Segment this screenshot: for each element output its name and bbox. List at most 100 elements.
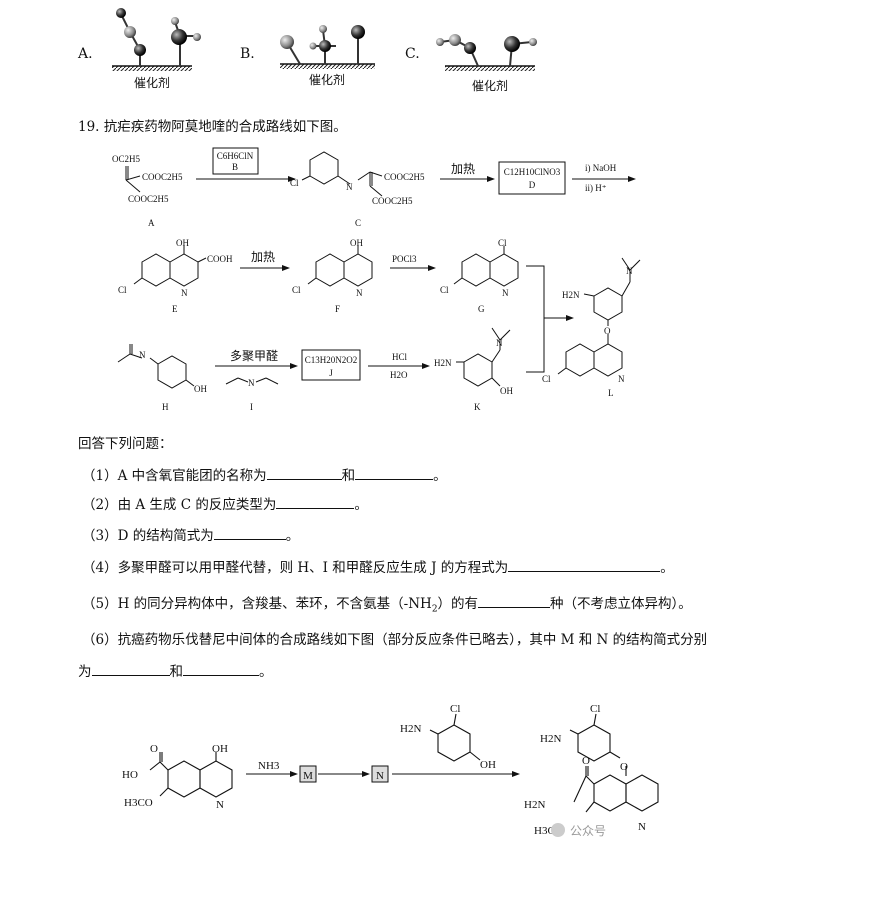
q5-text-c: 种（不考虑立体异构）。 — [550, 596, 692, 612]
q1-blank-1[interactable] — [266, 466, 342, 480]
compound-k-n: N — [496, 338, 503, 348]
compound-l-ring-n: N — [618, 374, 625, 384]
compound-c-structure — [301, 151, 383, 197]
h-plus-label: ii) H⁺ — [585, 183, 607, 193]
catalyst-option-c-image — [436, 34, 537, 71]
reagent-b-label: B — [232, 162, 238, 172]
arrow-f-to-g-head — [428, 265, 436, 271]
scheme6-reagent-oh: OH — [480, 759, 496, 771]
question-3: （3）D 的结构简式为。 — [82, 524, 299, 544]
catalyst-label-a: 催化剂 — [134, 75, 170, 90]
scheme6-start-n: N — [216, 799, 224, 811]
naoh-label: i) NaOH — [585, 163, 617, 173]
q6-blank-2[interactable] — [183, 662, 259, 676]
compound-k-h2n: H2N — [434, 358, 452, 368]
compound-j-formula: C13H20N2O2 — [305, 355, 358, 365]
compound-k-oh: OH — [500, 386, 513, 396]
compound-h-nh: N — [139, 350, 146, 360]
q5-blank[interactable] — [478, 594, 551, 608]
q6-blank-1[interactable] — [91, 662, 170, 676]
question-4: （4）多聚甲醛可以用甲醛代替，则 H、I 和甲醛反应生成 J 的方程式为。 — [82, 556, 674, 576]
compound-e-n: N — [181, 288, 188, 298]
q2-text-b: 。 — [354, 497, 368, 513]
q6-text-d: 。 — [259, 664, 273, 680]
heat-label-2: 加热 — [251, 250, 275, 264]
reagent-i-structure — [225, 377, 279, 385]
compound-h-oh: OH — [194, 384, 207, 394]
scheme6-start-h3co: H3CO — [124, 797, 153, 809]
scheme6-product-carbonyl-o: O — [582, 755, 590, 767]
compound-l-o: O — [604, 326, 611, 336]
compound-f-cl: Cl — [292, 285, 301, 295]
q1-text-b: 和 — [341, 468, 356, 484]
reagent-i-n: N — [248, 378, 255, 388]
compound-e-structure — [133, 246, 207, 287]
reagent-i-label: I — [250, 402, 253, 412]
compound-h-structure — [117, 344, 195, 389]
q4-text-b: 。 — [660, 560, 674, 576]
box-m-label: M — [303, 770, 313, 782]
arrow-nh3-head — [290, 771, 298, 777]
catalyst-option-b-image — [280, 25, 375, 69]
arrow-to-l-head — [566, 315, 574, 321]
compound-l-cl: Cl — [542, 374, 551, 384]
scheme6-start-structure — [149, 752, 233, 798]
compound-j-box — [301, 349, 361, 381]
q6-text-a: （6）抗癌药物乐伐替尼中间体的合成路线如下图（部分反应条件已略去），其中 M 和… — [82, 632, 708, 648]
scheme6-reagent-h2n: H2N — [400, 723, 421, 735]
q5-text-a: （5）H 的同分异构体中，含羧基、苯环，不含氨基（-NH — [82, 596, 432, 612]
compound-a-structure — [125, 166, 141, 193]
reagent-b-box — [212, 147, 259, 175]
question-5: （5）H 的同分异构体中，含羧基、苯环，不含氨基（-NH2）的有种（不考虑立体异… — [82, 592, 692, 615]
pocl3-label: POCl3 — [392, 254, 417, 264]
compound-g-structure — [453, 246, 519, 287]
q1-text-c: 。 — [433, 468, 447, 484]
arrow-d-to-e-head — [628, 176, 636, 182]
scheme6-start-ho: HO — [122, 769, 138, 781]
paraformaldehyde-label: 多聚甲醛 — [230, 348, 278, 363]
compound-c-cooc2h5-1: COOC2H5 — [384, 172, 425, 182]
scheme6-product-h2n-amide: H2N — [524, 799, 545, 811]
compound-k-structure — [456, 327, 511, 387]
q6-text-c: 和 — [169, 664, 184, 680]
option-c-label: C. — [405, 46, 420, 62]
arrow-n-to-product-head — [512, 771, 520, 777]
compound-l-n: N — [626, 266, 633, 276]
q3-blank[interactable] — [213, 526, 286, 540]
q2-blank[interactable] — [276, 495, 355, 509]
q3-text-b: 。 — [285, 528, 300, 544]
heat-label-1: 加热 — [451, 162, 475, 176]
compound-c-nh: N — [346, 182, 353, 192]
option-a-label: A. — [78, 46, 93, 62]
answer-intro: 回答下列问题： — [78, 436, 173, 452]
box-n — [371, 765, 389, 783]
q5-subscript: 2 — [431, 604, 438, 615]
question-6-line-2: 为 和 。 — [78, 660, 273, 680]
q2-text-a: （2）由 A 生成 C 的反应类型为 — [82, 497, 277, 513]
scheme6-product-h2n: H2N — [540, 733, 561, 745]
q1-blank-2[interactable] — [355, 466, 434, 480]
compound-d-box — [498, 161, 566, 195]
compound-a-label: A — [148, 218, 155, 228]
compound-l-structure — [557, 257, 641, 377]
compound-h-label: H — [162, 402, 169, 412]
arrow-m-to-n-head — [362, 771, 370, 777]
watermark-icon — [551, 823, 565, 837]
compound-g-cl-top: Cl — [498, 238, 507, 248]
scheme6-start-oh: OH — [212, 743, 228, 755]
option-b-label: B. — [240, 46, 255, 62]
q6-text-b: 为 — [78, 664, 92, 680]
hcl-label: HCl — [392, 352, 408, 362]
compound-a-cooc2h5-2: COOC2H5 — [128, 194, 169, 204]
scheme6-product-cl: Cl — [590, 703, 600, 715]
question-6: （6）抗癌药物乐伐替尼中间体的合成路线如下图（部分反应条件已略去），其中 M 和… — [82, 628, 707, 648]
scheme6-product-o: O — [620, 761, 628, 773]
compound-c-cl: Cl — [290, 178, 299, 188]
compound-f-n: N — [356, 288, 363, 298]
q4-blank[interactable] — [508, 558, 661, 572]
compound-g-cl: Cl — [440, 285, 449, 295]
box-n-label: N — [376, 770, 384, 782]
question-19-title: 19. 抗疟疾药物阿莫地喹的合成路线如下图。 — [78, 119, 347, 135]
reagent-b-formula: C6H6ClN — [217, 151, 254, 161]
